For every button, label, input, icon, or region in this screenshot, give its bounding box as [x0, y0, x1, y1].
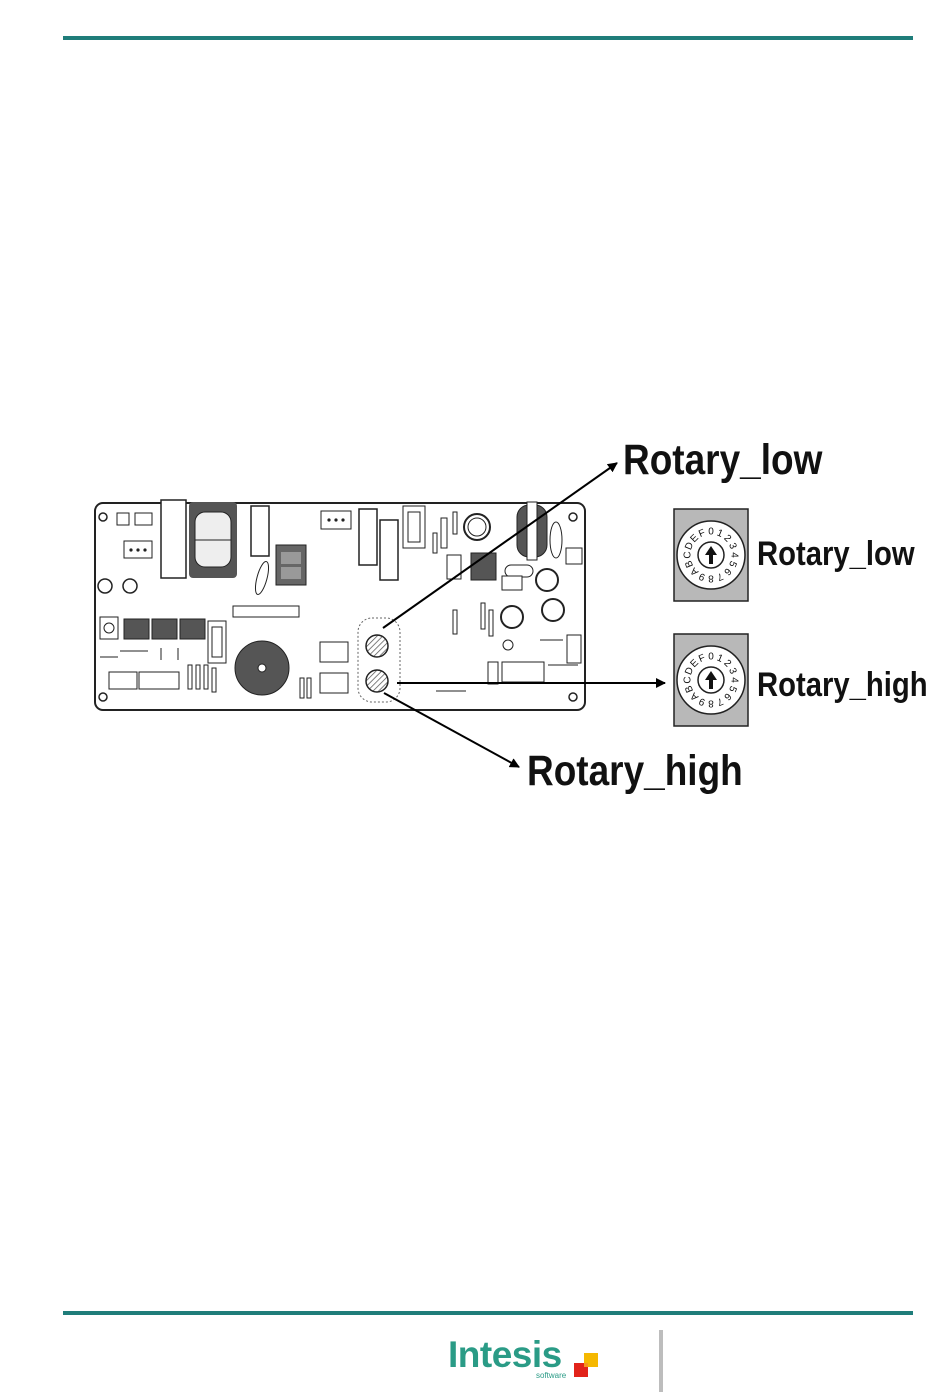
dial-digit: 4 — [729, 677, 740, 683]
intesis-logo: Intesis software — [448, 1336, 562, 1373]
dial-digit: 8 — [708, 698, 714, 709]
footer-rule — [63, 1311, 913, 1315]
dial-digit: 8 — [708, 573, 714, 584]
dial-digit: 0 — [708, 652, 714, 663]
rotary-high-callout-label: Rotary_high — [527, 747, 743, 796]
rotary-high-switch-label: Rotary_high — [757, 666, 928, 705]
rotary-low-switch-label: Rotary_low — [757, 535, 915, 574]
dial-digit: C — [683, 551, 694, 558]
brand-mark-icon — [572, 1349, 602, 1379]
rotary-low-callout-label: Rotary_low — [623, 436, 822, 485]
dial-digit: C — [683, 676, 694, 683]
brand-name: Intesis — [448, 1336, 562, 1373]
dial-digit: 0 — [708, 527, 714, 538]
brand-sub: software — [536, 1371, 566, 1380]
pcb-board — [95, 500, 585, 710]
footer-separator — [659, 1330, 663, 1392]
dial-digit: 4 — [729, 552, 740, 558]
